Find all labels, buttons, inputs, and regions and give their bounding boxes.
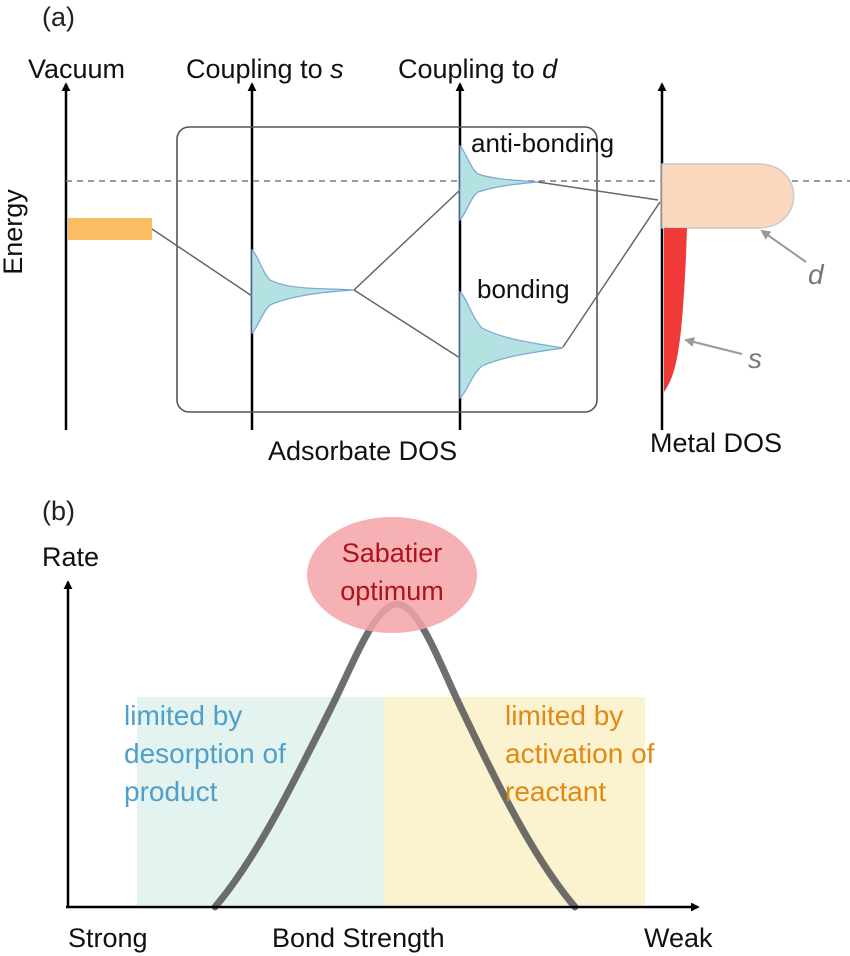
sabatier-optimum-ellipse — [307, 517, 477, 633]
activation-limited-region — [384, 697, 645, 905]
sabatier-line1: Sabatier — [342, 538, 443, 568]
metal-d-band — [661, 163, 795, 229]
right-region-line2: activation of — [505, 738, 655, 769]
panel-a-tag: (a) — [42, 2, 75, 32]
bond-strength-label: Bond Strength — [272, 923, 445, 953]
adsorbate-level-gaussian — [251, 248, 355, 335]
vacuum-label: Vacuum — [28, 54, 125, 84]
d-band-pointer — [760, 229, 807, 263]
right-region-line1: limited by — [505, 700, 623, 731]
right-region-line3: reactant — [505, 776, 606, 807]
antibonding-label: anti-bonding — [471, 128, 614, 158]
bonding-label: bonding — [477, 274, 570, 304]
vacuum-level-bar — [68, 218, 152, 240]
weak-label: Weak — [644, 923, 713, 953]
coupling-d-label: Coupling to d — [398, 54, 558, 84]
adsorbate-box — [176, 126, 598, 413]
metal-s-label: s — [748, 343, 762, 374]
desorption-limited-region — [137, 697, 384, 905]
bonding-gaussian — [459, 290, 564, 400]
panel-a: (a) Vacuum Coupling to s Coupling to d E… — [0, 2, 850, 466]
panel-b-tag: (b) — [42, 496, 75, 526]
sabatier-line2: optimum — [340, 576, 444, 606]
adsorbate-dos-label: Adsorbate DOS — [268, 436, 457, 466]
metal-d-label: d — [808, 259, 825, 290]
s-band-pointer — [684, 337, 743, 355]
energy-axis-label: Energy — [0, 189, 28, 275]
metal-s-band — [664, 228, 687, 392]
left-region-line3: product — [124, 776, 218, 807]
antibonding-gaussian — [459, 144, 539, 222]
metal-dos-label: Metal DOS — [650, 428, 782, 458]
correlation-lines — [151, 181, 661, 359]
strong-label: Strong — [68, 923, 148, 953]
coupling-s-label: Coupling to s — [186, 54, 344, 84]
panel-b: (b) Rate Sabatier optimum limited by des… — [42, 496, 713, 953]
rate-axis-label: Rate — [42, 542, 99, 572]
left-region-line1: limited by — [124, 700, 242, 731]
left-region-line2: desorption of — [124, 738, 286, 769]
